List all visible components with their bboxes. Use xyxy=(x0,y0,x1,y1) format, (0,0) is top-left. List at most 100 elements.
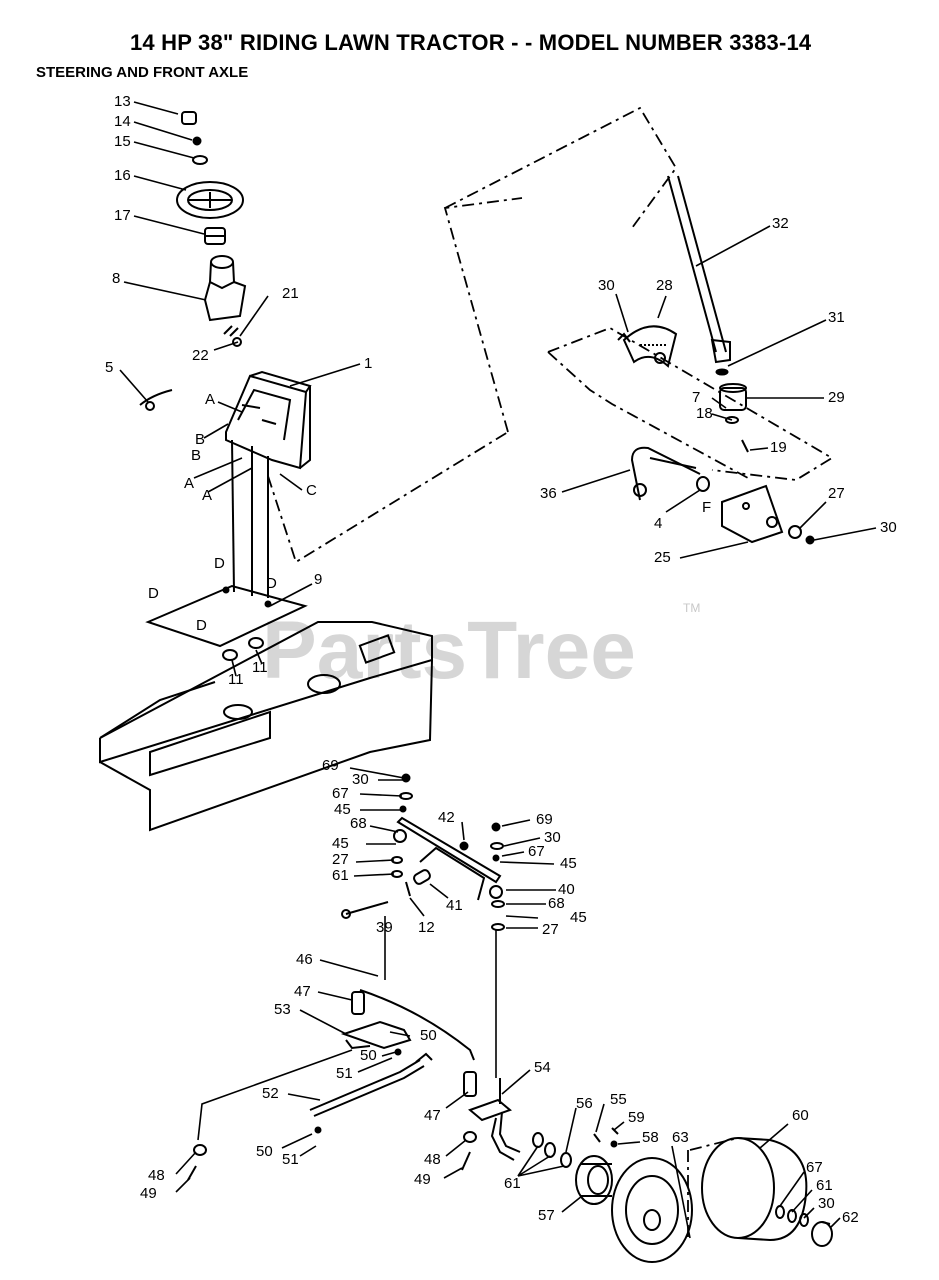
callout-67: 67 xyxy=(528,843,545,860)
callout-18: 18 xyxy=(696,405,713,422)
callout-b: B xyxy=(191,447,201,464)
callout-16: 16 xyxy=(114,167,131,184)
callout-32: 32 xyxy=(772,215,789,232)
callout-25: 25 xyxy=(654,549,671,566)
callout-30: 30 xyxy=(880,519,897,536)
callout-57: 57 xyxy=(538,1207,555,1224)
callout-labels: 13 14 15 16 17 8 21 22 5 1 A B B A A C D… xyxy=(105,93,897,1226)
washer-part xyxy=(725,416,739,424)
washer-part xyxy=(192,155,208,165)
callout-28: 28 xyxy=(656,277,673,294)
steering-wheel-part xyxy=(176,181,244,219)
callout-39: 39 xyxy=(376,919,393,936)
zerk-part xyxy=(593,1133,601,1143)
callout-30: 30 xyxy=(818,1195,835,1212)
callout-b: B xyxy=(195,431,205,448)
callout-4: 4 xyxy=(654,515,662,532)
callout-d: D xyxy=(266,575,277,592)
callout-11: 11 xyxy=(252,659,268,676)
steering-column-group xyxy=(139,111,312,598)
washer-part xyxy=(715,368,729,376)
callout-40: 40 xyxy=(558,881,575,898)
callout-53: 53 xyxy=(274,1001,291,1018)
callout-49: 49 xyxy=(414,1171,431,1188)
callout-61: 61 xyxy=(816,1177,833,1194)
callout-47: 47 xyxy=(424,1107,441,1124)
callout-69: 69 xyxy=(536,811,553,828)
callout-48: 48 xyxy=(148,1167,165,1184)
callout-29: 29 xyxy=(828,389,845,406)
sector-gear-part xyxy=(622,325,678,368)
callout-67: 67 xyxy=(806,1159,823,1176)
callout-19: 19 xyxy=(770,439,787,456)
callout-50: 50 xyxy=(256,1143,273,1160)
grease-fitting-part xyxy=(459,841,469,851)
nut-part xyxy=(805,535,815,545)
callout-61: 61 xyxy=(504,1175,521,1192)
bolt-part xyxy=(461,1151,471,1171)
steering-shaft-part xyxy=(667,175,731,364)
callout-58: 58 xyxy=(642,1129,659,1146)
callout-49: 49 xyxy=(140,1185,157,1202)
callout-17: 17 xyxy=(114,207,131,224)
steering-cap-part xyxy=(181,111,197,125)
bolt-part xyxy=(617,332,631,343)
callout-c: C xyxy=(306,482,317,499)
page-title: 14 HP 38" RIDING LAWN TRACTOR - - MODEL … xyxy=(130,30,812,55)
callout-30: 30 xyxy=(598,277,615,294)
callout-62: 62 xyxy=(842,1209,859,1226)
washer-part xyxy=(193,1144,207,1156)
callout-13: 13 xyxy=(114,93,131,110)
callout-51: 51 xyxy=(336,1065,353,1082)
steering-support-part xyxy=(203,255,247,322)
callout-1: 1 xyxy=(364,355,372,372)
callout-30: 30 xyxy=(352,771,369,788)
leader-lines xyxy=(119,101,877,1239)
callout-5: 5 xyxy=(105,359,113,376)
callout-12: 12 xyxy=(418,919,435,936)
callout-63: 63 xyxy=(672,1129,689,1146)
callout-51: 51 xyxy=(282,1151,299,1168)
callout-15: 15 xyxy=(114,133,131,150)
callout-42: 42 xyxy=(438,809,455,826)
callout-27: 27 xyxy=(542,921,559,938)
axle-support-part xyxy=(413,869,431,885)
callout-d: D xyxy=(214,555,225,572)
callout-a: A xyxy=(184,475,194,492)
callout-22: 22 xyxy=(192,347,209,364)
callout-59: 59 xyxy=(628,1109,645,1126)
steering-console-part xyxy=(225,370,312,470)
callout-f: F xyxy=(702,499,711,516)
callout-41: 41 xyxy=(446,897,463,914)
callout-d: D xyxy=(148,585,159,602)
hub-cap-part xyxy=(811,1221,833,1247)
callout-61: 61 xyxy=(332,867,349,884)
tie-rod-part xyxy=(309,1052,433,1117)
steering-bracket-part xyxy=(721,484,784,544)
bushing-part xyxy=(223,325,242,347)
axle-hardware-right xyxy=(490,822,505,931)
pivot-bar-part xyxy=(139,389,173,411)
callout-11: 11 xyxy=(228,671,244,688)
callout-14: 14 xyxy=(114,113,131,130)
callout-27: 27 xyxy=(332,851,349,868)
pin-part xyxy=(741,439,749,453)
callout-30: 30 xyxy=(544,829,561,846)
callout-48: 48 xyxy=(424,1151,441,1168)
pinion-gear-part xyxy=(719,383,747,411)
hitch-pin-part xyxy=(405,881,411,897)
callout-8: 8 xyxy=(112,270,120,287)
callout-47: 47 xyxy=(294,983,311,1000)
nut-part xyxy=(192,136,202,146)
callout-50: 50 xyxy=(420,1027,437,1044)
steering-adapter-part xyxy=(204,227,226,245)
drag-link-part xyxy=(351,989,477,1097)
washer-part xyxy=(463,1131,477,1143)
callout-7: 7 xyxy=(692,389,700,406)
bearing-part xyxy=(575,1155,613,1205)
callout-54: 54 xyxy=(534,1059,551,1076)
watermark-trademark: TM xyxy=(683,601,700,615)
callout-46: 46 xyxy=(296,951,313,968)
grease-fitting-part xyxy=(610,1140,618,1148)
